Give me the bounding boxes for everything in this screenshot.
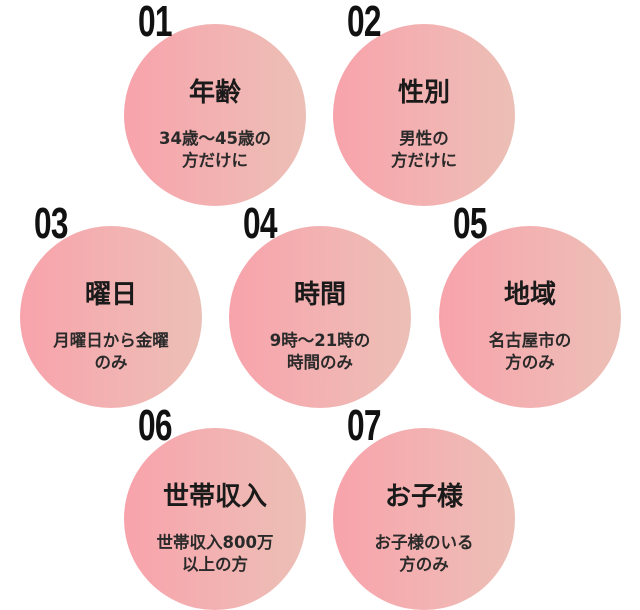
circle-background xyxy=(229,226,411,408)
item-title: 性別 xyxy=(397,78,450,108)
item-description: 9時〜21時の 時間のみ xyxy=(269,331,371,372)
item-title: 時間 xyxy=(293,280,346,310)
item-description: 月曜日から金曜 のみ xyxy=(53,331,169,372)
item-description: 名古屋市の 方のみ xyxy=(488,331,572,372)
item-number: 04 xyxy=(243,199,278,248)
item-description: お子様のいる 方のみ xyxy=(374,533,474,574)
condition-item-children: 07 お子様 お子様のいる 方のみ xyxy=(333,404,515,610)
item-number: 02 xyxy=(347,0,382,46)
item-title: 地域 xyxy=(503,280,556,310)
circle-background xyxy=(439,226,621,408)
circle-background xyxy=(20,226,202,408)
item-number: 07 xyxy=(347,401,382,450)
item-title: お子様 xyxy=(384,482,463,512)
circle-background xyxy=(124,428,306,610)
item-number: 03 xyxy=(34,199,69,248)
condition-item-weekday: 03 曜日 月曜日から金曜 のみ xyxy=(20,202,202,408)
item-title: 曜日 xyxy=(84,280,137,310)
condition-item-gender: 02 性別 男性の 方だけに xyxy=(333,0,515,206)
item-description: 34歳〜45歳の 方だけに xyxy=(159,129,271,170)
item-description: 男性の 方だけに xyxy=(391,129,457,170)
condition-item-income: 06 世帯収入 世帯収入800万 以上の方 xyxy=(124,404,306,610)
circle-background xyxy=(124,24,306,206)
circle-background xyxy=(333,428,515,610)
condition-item-age: 01 年齢 34歳〜45歳の 方だけに xyxy=(124,0,306,206)
condition-item-region: 05 地域 名古屋市の 方のみ xyxy=(439,202,621,408)
condition-item-time: 04 時間 9時〜21時の 時間のみ xyxy=(229,202,411,408)
item-number: 01 xyxy=(138,0,173,46)
circle-background xyxy=(333,24,515,206)
item-title: 世帯収入 xyxy=(162,482,267,512)
item-description: 世帯収入800万 以上の方 xyxy=(156,533,274,574)
item-title: 年齢 xyxy=(188,78,241,108)
item-number: 06 xyxy=(138,401,173,450)
item-number: 05 xyxy=(453,199,488,248)
